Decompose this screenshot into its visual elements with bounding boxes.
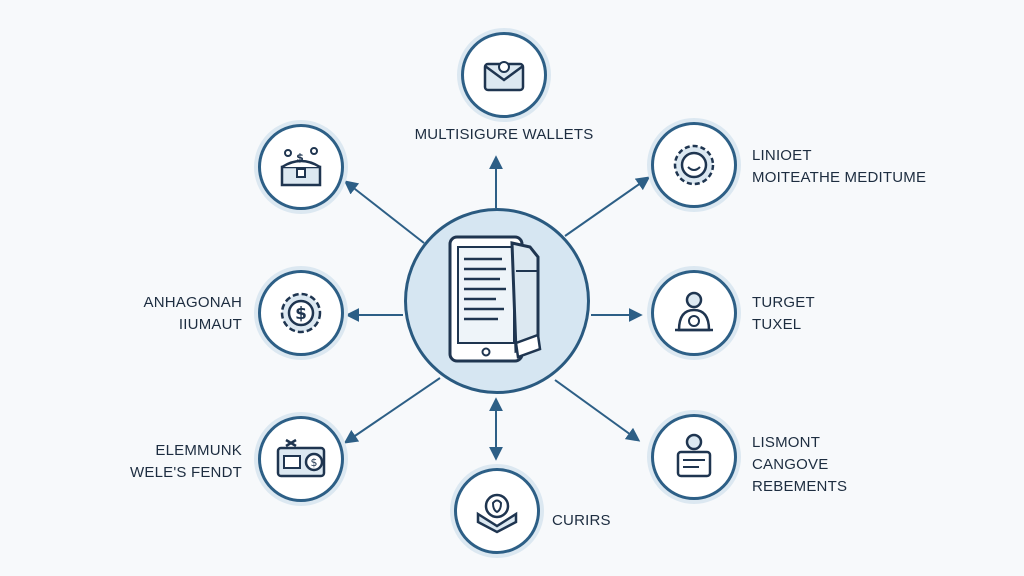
label-line: MOITEATHE MEDITUME	[752, 169, 927, 186]
node-bottom-label: CURIRS	[552, 510, 611, 532]
connector-top-right	[564, 176, 651, 237]
connector-top-left	[343, 180, 425, 244]
gear-face-icon	[673, 144, 715, 186]
label-line: ANHAGONAH	[143, 294, 242, 311]
document-book-icon	[448, 235, 542, 363]
node-left-label: ANHAGONAH IIUMAUT	[120, 292, 242, 336]
node-right	[651, 270, 737, 356]
envelope-icon	[483, 61, 525, 92]
person-board-icon	[676, 433, 712, 478]
center-hub	[404, 208, 590, 394]
label-line: CURIRS	[552, 512, 611, 529]
hand-shield-icon	[476, 493, 518, 534]
connector-bottom-right	[554, 379, 641, 442]
node-top-right-label: LINIOET MOITEATHE MEDITUME	[752, 145, 926, 189]
svg-text:$: $	[295, 304, 307, 324]
label-line: WELE'S FENDT	[130, 464, 242, 481]
node-bottom-right	[651, 414, 737, 500]
node-right-label: TURGET TUXEL	[752, 292, 815, 336]
label-line: IIUMAUT	[178, 316, 242, 333]
node-bottom	[454, 468, 540, 554]
label-line: TUXEL	[752, 316, 802, 333]
label-line: MULTISIGURE WALLETS	[414, 126, 594, 143]
money-device-icon: $	[276, 438, 326, 478]
dollar-coin-icon: $	[280, 292, 322, 334]
label-line: CANGOVE	[752, 456, 829, 473]
label-line: REBEMENTS	[752, 478, 848, 495]
label-line: TURGET	[752, 294, 815, 311]
svg-text:$: $	[311, 456, 318, 469]
treasure-chest-icon: $	[280, 147, 322, 187]
user-team-icon	[675, 291, 713, 332]
node-top-right	[651, 122, 737, 208]
svg-text:$: $	[296, 151, 304, 164]
label-line: LINIOET	[752, 147, 812, 164]
node-bottom-left: $	[258, 416, 344, 502]
node-bottom-right-label: LISMONT CANGOVE REBEMENTS	[752, 432, 847, 498]
node-bottom-left-label: ELEMMUNK WELE'S FENDT	[120, 440, 242, 484]
label-line: LISMONT	[752, 434, 821, 451]
node-top	[461, 32, 547, 118]
label-line: ELEMMUNK	[155, 442, 242, 459]
node-top-label: MULTISIGURE WALLETS	[396, 124, 612, 146]
node-top-left: $	[258, 124, 344, 210]
connector-bottom-left	[343, 377, 441, 444]
node-left: $	[258, 270, 344, 356]
